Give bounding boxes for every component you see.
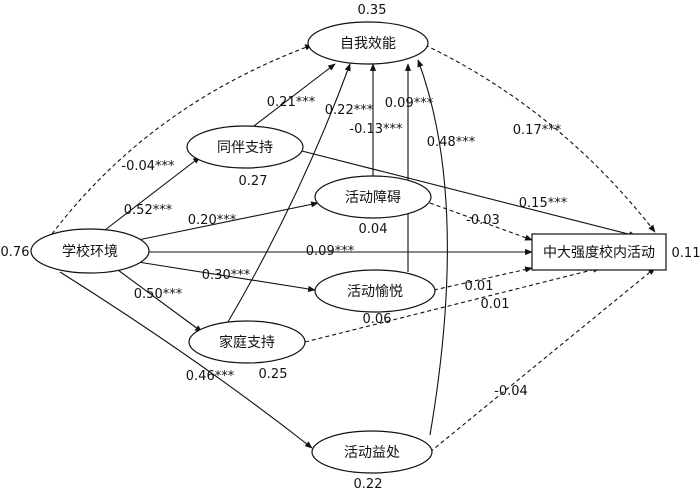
r2-self-efficacy: 0.35 <box>358 3 387 18</box>
node-self-efficacy-label: 自我效能 <box>340 36 396 52</box>
node-school-environment-label: 学校环境 <box>62 243 118 260</box>
coef-school-to-benefit: 0.46*** <box>186 369 235 384</box>
coef-school-to-barrier: 0.20*** <box>188 213 237 228</box>
node-activity-enjoyment: 活动愉悦 <box>314 269 436 313</box>
node-activity-benefit: 活动益处 <box>311 430 433 474</box>
coef-enjoy-to-mvpa: 0.01 <box>465 279 494 294</box>
coef-benefit-to-mvpa: -0.04 <box>494 384 528 399</box>
edge-peer-to-self-efficacy <box>249 63 336 130</box>
edge-school-to-family <box>117 269 203 333</box>
coef-family-to-mvpa: 0.01 <box>481 297 510 312</box>
node-mvpa-school-label: 中大强度校内活动 <box>543 244 655 261</box>
node-activity-benefit-label: 活动益处 <box>344 445 400 461</box>
coef-family-to-self-efficacy: 0.22*** <box>325 103 374 118</box>
r2-mvpa-school: 0.11 <box>672 246 700 261</box>
edge-school-to-benefit <box>59 271 313 449</box>
node-peer-support: 同伴支持 <box>186 125 304 169</box>
node-family-support-label: 家庭支持 <box>219 334 275 351</box>
node-mvpa-school: 中大强度校内活动 <box>531 233 667 271</box>
coef-school-to-family: 0.50*** <box>134 287 183 302</box>
r2-activity-benefit: 0.22 <box>354 477 383 492</box>
edge-school-to-enjoy <box>137 261 316 292</box>
r2-family-support: 0.25 <box>259 367 288 382</box>
edge-school-to-self-efficacy <box>51 44 313 235</box>
coef-benefit-to-self-efficacy: 0.48*** <box>427 135 476 150</box>
r2-activity-barrier: 0.04 <box>359 222 388 237</box>
coef-school-to-self-efficacy: -0.04*** <box>121 159 175 174</box>
edge-benefit-to-mvpa <box>429 267 656 453</box>
edge-enjoy-to-mvpa <box>433 266 533 291</box>
node-school-environment: 学校环境 <box>30 228 150 274</box>
node-activity-barrier: 活动障碍 <box>314 175 432 219</box>
coef-peer-to-mvpa: 0.15*** <box>519 196 568 211</box>
node-family-support: 家庭支持 <box>188 320 306 364</box>
coef-barrier-to-mvpa: -0.03 <box>466 213 500 228</box>
edge-family-to-self-efficacy <box>224 63 351 328</box>
r2-activity-enjoyment: 0.06 <box>363 312 392 327</box>
coef-peer-to-self-efficacy: 0.21*** <box>267 95 316 110</box>
coef-school-to-peer: 0.52*** <box>124 203 173 218</box>
edge-self-efficacy-to-mvpa <box>424 44 656 233</box>
node-activity-enjoyment-label: 活动愉悦 <box>347 284 403 300</box>
edge-school-to-peer <box>104 156 201 231</box>
r2-school-environment: 0.76 <box>1 245 30 260</box>
coef-barrier-to-self-efficacy: -0.13*** <box>349 122 403 137</box>
edge-benefit-to-self-efficacy <box>417 59 448 436</box>
node-activity-barrier-label: 活动障碍 <box>345 190 401 206</box>
coef-school-to-mvpa: 0.09*** <box>306 244 355 259</box>
coef-self-efficacy-to-mvpa: 0.17*** <box>513 123 562 138</box>
r2-peer-support: 0.27 <box>239 174 268 189</box>
node-self-efficacy: 自我效能 <box>307 21 429 65</box>
coef-enjoy-to-self-efficacy: 0.09*** <box>385 96 434 111</box>
coef-school-to-enjoy: 0.30*** <box>202 268 251 283</box>
node-peer-support-label: 同伴支持 <box>217 140 273 156</box>
edge-peer-to-mvpa <box>297 149 637 238</box>
edge-family-to-mvpa <box>304 266 601 343</box>
